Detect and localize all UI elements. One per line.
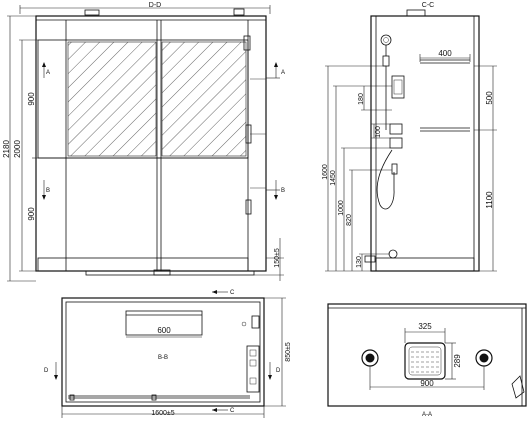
side-hose bbox=[376, 149, 395, 210]
dim-side-820: 820 bbox=[346, 214, 353, 226]
dim-inner-height: 2000 bbox=[13, 140, 22, 158]
top-fitting-left bbox=[84, 9, 100, 16]
side-top-fitting bbox=[406, 9, 426, 17]
dim-side-1100: 1100 bbox=[485, 191, 494, 209]
side-control-panel bbox=[391, 75, 405, 99]
drain bbox=[153, 269, 171, 276]
dim-top-width: 1600±5 bbox=[151, 410, 174, 417]
top-fitting-right bbox=[233, 8, 245, 16]
dim-ceiling-325: 325 bbox=[418, 322, 432, 331]
top-side-panel bbox=[246, 345, 260, 393]
top-marker-d-right: D bbox=[276, 368, 281, 374]
top-section-title: B-B bbox=[158, 355, 168, 361]
ceiling-view: 325 289 900 A-A bbox=[327, 303, 527, 418]
dim-side-400: 400 bbox=[438, 49, 452, 58]
top-seat bbox=[125, 310, 203, 336]
front-section-title: D-D bbox=[149, 2, 161, 9]
side-cabin-outline bbox=[370, 15, 480, 272]
dim-ceiling-289: 289 bbox=[453, 354, 462, 368]
top-marker-c-top: C bbox=[230, 290, 235, 296]
front-marker-b-left: B bbox=[46, 188, 50, 194]
side-mixer-bottom bbox=[389, 137, 403, 149]
top-marker-d-left: D bbox=[44, 368, 49, 374]
side-mixer-top bbox=[389, 123, 403, 135]
rain-shower-head bbox=[404, 342, 446, 380]
rain-head-nozzles bbox=[411, 351, 439, 373]
hatched-glass-left bbox=[67, 41, 157, 157]
dim-side-180: 180 bbox=[358, 93, 365, 105]
shower-head-front bbox=[243, 35, 251, 51]
ceiling-section-title: A-A bbox=[422, 412, 432, 418]
dim-lower: 900 bbox=[27, 207, 36, 221]
dim-side-1450: 1450 bbox=[330, 170, 337, 186]
ceiling-outline bbox=[327, 303, 527, 407]
dim-side-1000: 1000 bbox=[338, 200, 345, 216]
side-shower-head bbox=[380, 34, 392, 46]
side-drain-knob bbox=[388, 249, 398, 259]
front-marker-a-right: A bbox=[281, 70, 285, 76]
front-marker-b-right: B bbox=[281, 188, 285, 194]
handle-front bbox=[245, 199, 252, 215]
ceiling-corner-fitting bbox=[511, 375, 525, 399]
dim-side-500: 500 bbox=[485, 91, 494, 105]
top-shower-fitting bbox=[251, 315, 260, 329]
dim-top-depth: 850±5 bbox=[285, 342, 292, 362]
front-view: D-D A bbox=[2, 2, 285, 282]
base-tray bbox=[37, 257, 249, 272]
dim-top-600: 600 bbox=[157, 326, 171, 335]
dim-side-1600: 1600 bbox=[322, 164, 329, 180]
dim-side-100: 100 bbox=[375, 126, 382, 138]
dim-upper: 900 bbox=[27, 92, 36, 106]
side-section-title: C-C bbox=[422, 2, 434, 9]
dim-total-height: 2180 bbox=[2, 140, 11, 158]
top-view: 600 B-B 1600±5 850±5 C C D bbox=[44, 290, 292, 418]
top-cabin-outline bbox=[61, 297, 265, 407]
hatched-glass-right bbox=[161, 41, 247, 157]
dim-ceiling-900: 900 bbox=[420, 379, 434, 388]
dim-base: 150±5 bbox=[274, 248, 281, 268]
top-marker-c-bottom: C bbox=[230, 408, 235, 414]
front-marker-a-left: A bbox=[46, 70, 50, 76]
side-view: C-C 400 bbox=[322, 2, 497, 272]
side-base bbox=[375, 257, 475, 272]
dim-side-130: 130 bbox=[356, 256, 363, 268]
